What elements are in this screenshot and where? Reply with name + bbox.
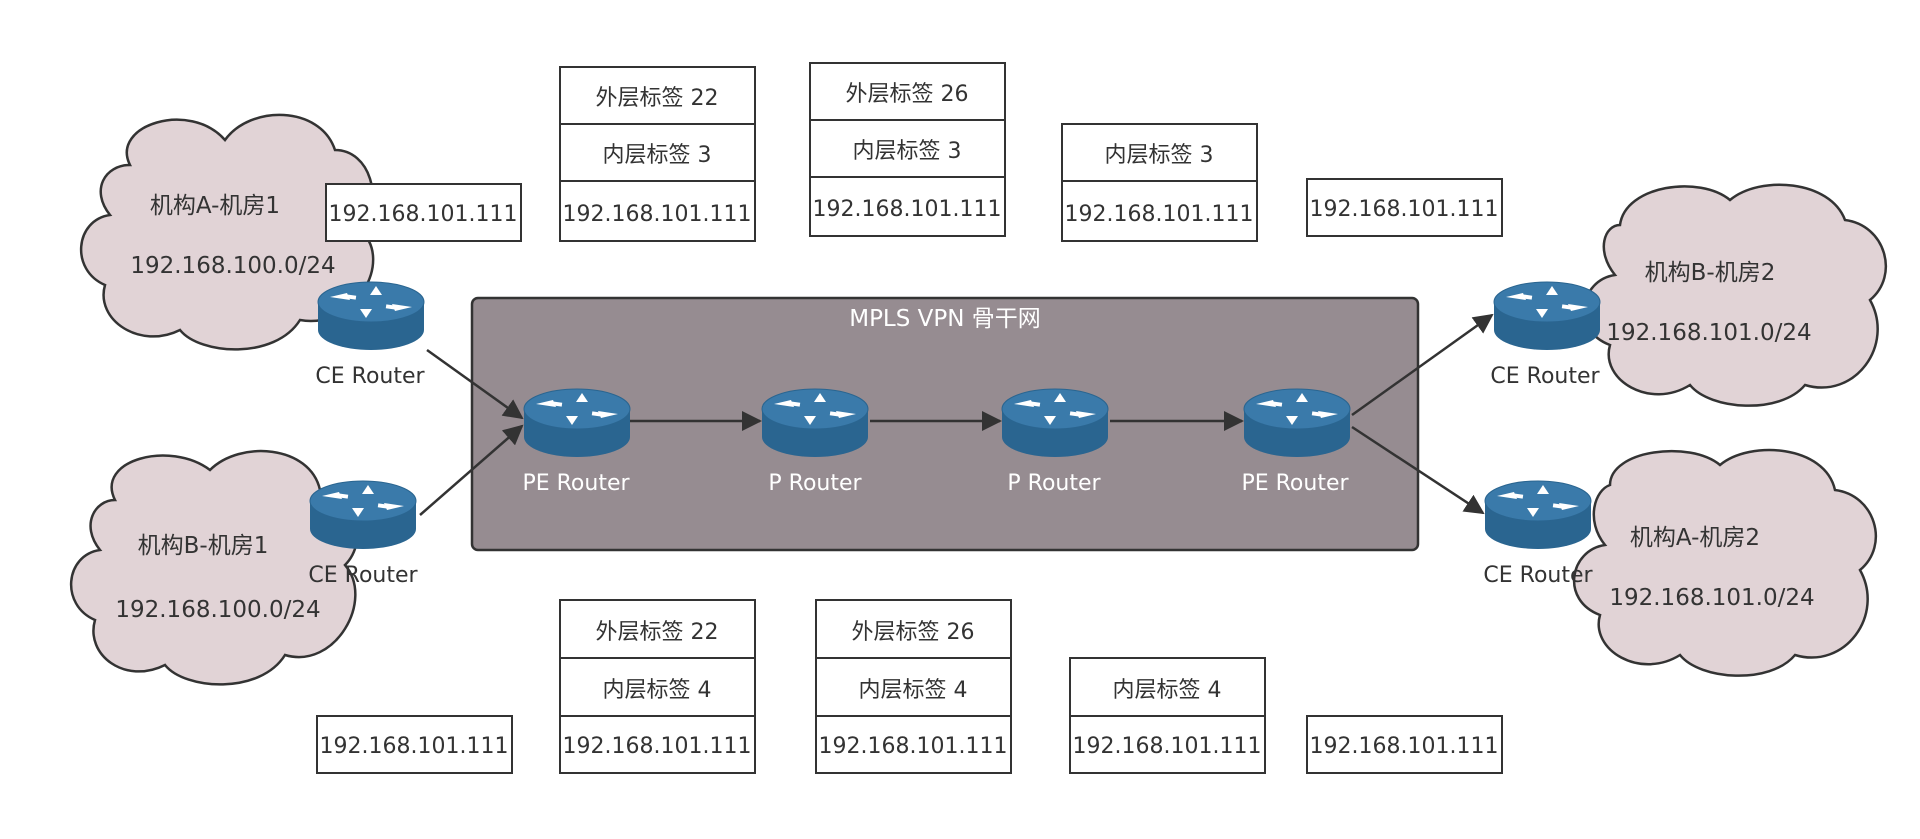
ce-router-b2-icon[interactable] bbox=[1493, 281, 1601, 351]
ce-router-b2-label: CE Router bbox=[1490, 364, 1600, 389]
site-a1-name: 机构A-机房1 bbox=[150, 193, 280, 219]
pe-router-right-label: PE Router bbox=[1241, 471, 1349, 496]
top-packet-2-outer-label: 外层标签 22 bbox=[596, 86, 719, 111]
top-packet-3: 外层标签 26 内层标签 3 192.168.101.111 bbox=[809, 62, 1006, 237]
mpls-backbone bbox=[470, 296, 1420, 552]
ce-router-a2-label: CE Router bbox=[1483, 563, 1593, 588]
ce-router-a1-icon[interactable] bbox=[317, 281, 425, 351]
cloud-site-a2 bbox=[1572, 448, 1877, 677]
cloud-site-b1 bbox=[70, 449, 359, 686]
site-b1-subnet: 192.168.100.0/24 bbox=[115, 597, 320, 623]
top-packet-2: 外层标签 22 内层标签 3 192.168.101.111 bbox=[559, 66, 756, 242]
link-pe-right-to-ce-b2 bbox=[1351, 313, 1494, 417]
link-ce-a1-to-pe-left bbox=[426, 348, 524, 420]
top-packet-3-ip: 192.168.101.111 bbox=[813, 197, 1002, 222]
bottom-packet-4: 内层标签 4 192.168.101.111 bbox=[1069, 657, 1266, 774]
site-b2-subnet: 192.168.101.0/24 bbox=[1606, 320, 1811, 346]
site-a2-name: 机构A-机房2 bbox=[1630, 525, 1760, 551]
top-packet-5-ip: 192.168.101.111 bbox=[1310, 197, 1499, 222]
bottom-packet-3: 外层标签 26 内层标签 4 192.168.101.111 bbox=[815, 599, 1012, 774]
top-packet-3-inner-label: 内层标签 3 bbox=[853, 139, 962, 164]
bottom-packet-4-ip: 192.168.101.111 bbox=[1073, 734, 1262, 759]
top-packet-5: 192.168.101.111 bbox=[1306, 178, 1503, 237]
top-packet-4-inner-label: 内层标签 3 bbox=[1105, 143, 1214, 168]
top-packet-2-ip: 192.168.101.111 bbox=[563, 202, 752, 227]
bottom-packet-1-ip: 192.168.101.111 bbox=[320, 734, 509, 759]
pe-router-left-icon[interactable] bbox=[523, 388, 631, 458]
ce-router-b1-label: CE Router bbox=[308, 563, 418, 588]
cloud-site-b2 bbox=[1582, 183, 1887, 407]
top-packet-4-ip: 192.168.101.111 bbox=[1065, 202, 1254, 227]
bottom-packet-2-inner-label: 内层标签 4 bbox=[603, 678, 712, 703]
backbone-title: MPLS VPN 骨干网 bbox=[849, 306, 1041, 332]
p-router-1-label: P Router bbox=[768, 471, 862, 496]
bottom-packet-2-ip: 192.168.101.111 bbox=[563, 734, 752, 759]
pe-router-left-label: PE Router bbox=[522, 471, 630, 496]
pe-router-right-icon[interactable] bbox=[1243, 388, 1351, 458]
bottom-packet-4-inner-label: 内层标签 4 bbox=[1113, 678, 1222, 703]
top-packet-4: 内层标签 3 192.168.101.111 bbox=[1061, 123, 1258, 242]
p-router-2-label: P Router bbox=[1007, 471, 1101, 496]
site-a1-subnet: 192.168.100.0/24 bbox=[130, 253, 335, 279]
top-packet-2-inner-label: 内层标签 3 bbox=[603, 143, 712, 168]
p-router-2-icon[interactable] bbox=[1001, 388, 1109, 458]
ce-router-a2-icon[interactable] bbox=[1484, 480, 1592, 550]
top-packet-1: 192.168.101.111 bbox=[325, 183, 522, 242]
bottom-packet-3-outer-label: 外层标签 26 bbox=[852, 620, 975, 645]
ce-router-b1-icon[interactable] bbox=[309, 480, 417, 550]
site-b2-name: 机构B-机房2 bbox=[1645, 260, 1776, 286]
bottom-packet-3-ip: 192.168.101.111 bbox=[819, 734, 1008, 759]
link-ce-b1-to-pe-left bbox=[419, 424, 524, 516]
bottom-packet-1: 192.168.101.111 bbox=[316, 715, 513, 774]
top-packet-3-outer-label: 外层标签 26 bbox=[846, 82, 969, 107]
ce-router-a1-label: CE Router bbox=[315, 364, 425, 389]
links bbox=[419, 313, 1494, 516]
bottom-packet-5-ip: 192.168.101.111 bbox=[1310, 734, 1499, 759]
top-packet-1-ip: 192.168.101.111 bbox=[329, 202, 518, 227]
bottom-packet-2-outer-label: 外层标签 22 bbox=[596, 620, 719, 645]
bottom-packet-3-inner-label: 内层标签 4 bbox=[859, 678, 968, 703]
bottom-packet-2: 外层标签 22 内层标签 4 192.168.101.111 bbox=[559, 599, 756, 774]
site-a2-subnet: 192.168.101.0/24 bbox=[1609, 585, 1814, 611]
bottom-packet-5: 192.168.101.111 bbox=[1306, 715, 1503, 774]
site-b1-name: 机构B-机房1 bbox=[138, 533, 269, 559]
link-pe-right-to-ce-a2 bbox=[1351, 425, 1485, 515]
p-router-1-icon[interactable] bbox=[761, 388, 869, 458]
